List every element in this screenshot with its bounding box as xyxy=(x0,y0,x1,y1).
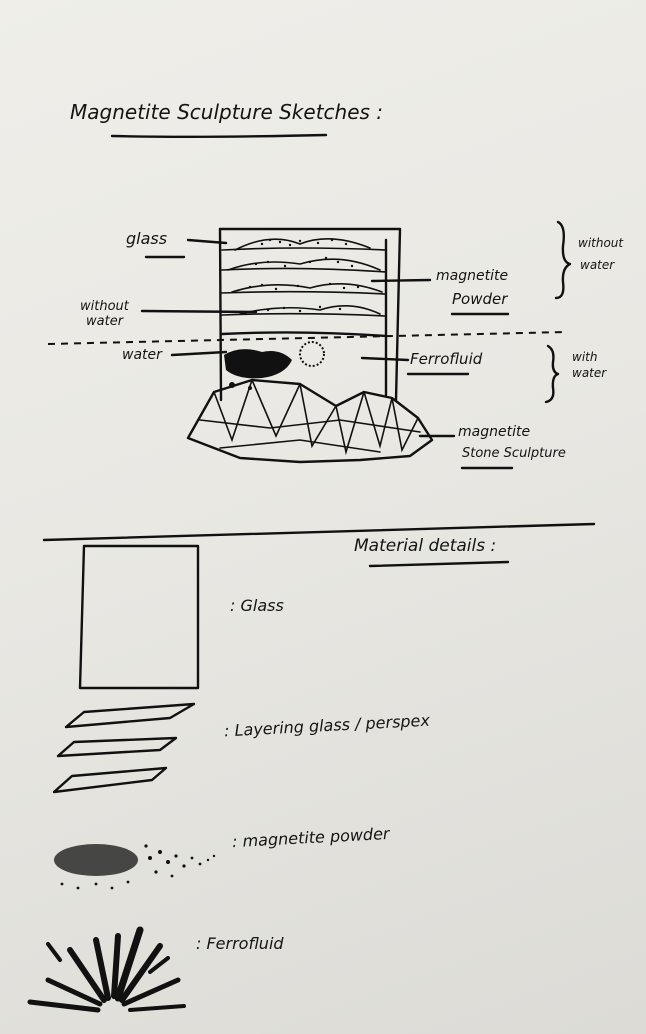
label-magnetite-stone-1: magnetite xyxy=(458,424,531,440)
powder-stipple xyxy=(248,238,360,313)
leader-glass xyxy=(186,238,228,245)
label-without-water-left-1: without xyxy=(80,299,129,314)
leader-without-water xyxy=(140,309,258,314)
brace-without-water xyxy=(554,220,572,300)
label-ferrofluid: Ferrofluid xyxy=(410,350,483,368)
layering-glass-icon xyxy=(52,702,196,794)
label-magnetite-powder-1: magnetite xyxy=(436,268,509,284)
label-without-water-right-2: water xyxy=(580,258,615,272)
leader-magnetite-powder xyxy=(370,278,432,283)
magnetite-powder-icon xyxy=(54,844,216,890)
glass-pane-icon xyxy=(78,544,200,690)
stone-sculpture-drawing xyxy=(186,378,434,464)
sketch-title: Magnetite Sculpture Sketches : xyxy=(70,100,384,124)
label-water: water xyxy=(122,347,162,363)
label-with-water-1: with xyxy=(572,350,598,364)
brace-with-water xyxy=(544,344,560,404)
leader-ferrofluid xyxy=(360,356,410,362)
label-without-water-right-1: without xyxy=(578,236,624,250)
title-underline xyxy=(110,133,328,138)
label-without-water-left-2: water xyxy=(86,314,124,329)
glass-tank-drawing xyxy=(218,227,402,402)
material-glass-label: : Glass xyxy=(230,596,284,615)
label-magnetite-stone-2: Stone Sculpture xyxy=(462,446,566,461)
water-line xyxy=(47,331,567,345)
material-details-heading: Material details : xyxy=(354,536,497,556)
label-glass: glass xyxy=(126,229,168,248)
material-heading-underline xyxy=(368,560,510,568)
section-divider xyxy=(42,522,596,542)
ferrofluid-icon xyxy=(27,926,186,1013)
label-with-water-2: water xyxy=(572,366,607,380)
label-magnetite-powder-2: Powder xyxy=(452,290,508,308)
material-ferrofluid-label: : Ferrofluid xyxy=(196,934,284,953)
leader-water xyxy=(170,350,228,357)
